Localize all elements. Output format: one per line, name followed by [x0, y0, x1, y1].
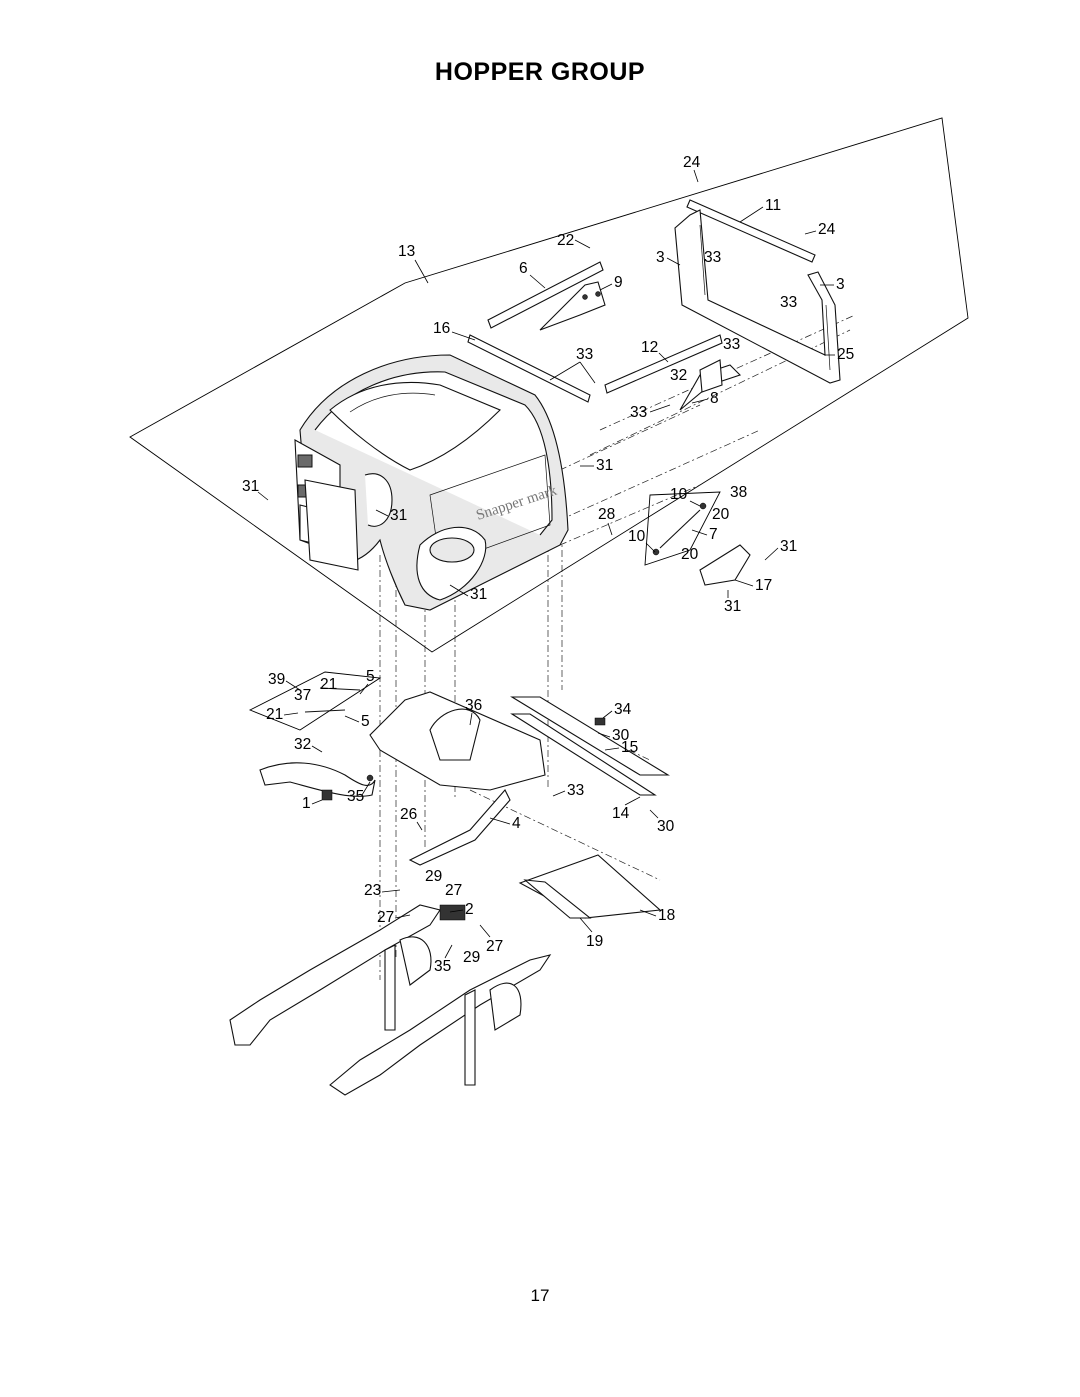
callout-5: 5	[361, 713, 370, 730]
callout-12: 12	[641, 339, 658, 356]
callout-33: 33	[630, 404, 647, 421]
callout-30: 30	[657, 818, 675, 835]
callout-33: 33	[704, 249, 721, 266]
callout-27: 27	[377, 909, 394, 926]
page-number: 17	[530, 1286, 550, 1305]
callout-10: 10	[670, 486, 688, 503]
callout-30: 30	[612, 727, 630, 744]
page-title: HOPPER GROUP	[434, 58, 646, 86]
callout-5: 5	[366, 668, 375, 685]
latch-kit	[248, 671, 382, 731]
callout-14: 14	[612, 805, 630, 822]
hopper-floor-pan	[259, 691, 546, 866]
callout-28: 28	[598, 506, 615, 523]
callout-21: 21	[266, 706, 283, 723]
callout-25: 25	[837, 346, 854, 363]
callout-33: 33	[567, 782, 584, 799]
rear-frame	[674, 199, 841, 384]
floor-mats	[518, 854, 662, 919]
callout-3: 3	[656, 249, 665, 266]
callout-4: 4	[512, 815, 521, 832]
callout-26: 26	[400, 806, 417, 823]
callout-31: 31	[470, 586, 487, 603]
callout-16: 16	[433, 320, 450, 337]
callout-31: 31	[242, 478, 259, 495]
callout-8: 8	[710, 390, 719, 407]
callout-32: 32	[294, 736, 311, 753]
callout-15: 15	[621, 739, 638, 756]
deflector-strips	[510, 696, 670, 796]
callout-24: 24	[683, 154, 701, 171]
callout-39: 39	[268, 671, 285, 688]
callout-38: 38	[730, 484, 747, 501]
hopper-top-brackets	[467, 261, 742, 411]
gas-spring-kit	[644, 491, 751, 586]
callout-29: 29	[425, 868, 442, 885]
callout-13: 13	[398, 243, 415, 260]
callout-37: 37	[294, 687, 311, 704]
callout-31: 31	[596, 457, 613, 474]
callout-31: 31	[724, 598, 741, 615]
callout-18: 18	[658, 907, 675, 924]
callout-6: 6	[519, 260, 528, 277]
callout-31: 31	[780, 538, 797, 555]
callout-10: 10	[628, 528, 646, 545]
callout-9: 9	[614, 274, 623, 291]
hopper-body: Snapper mark	[294, 354, 569, 611]
callout-35: 35	[347, 788, 364, 805]
callout-19: 19	[586, 933, 603, 950]
callout-36: 36	[465, 697, 482, 714]
callout-22: 22	[557, 232, 574, 249]
callout-34: 34	[614, 701, 632, 718]
part-callouts: 24 11 24 13 22 3 33 6 9 3 33 16 33 12 33…	[242, 154, 854, 975]
callout-20: 20	[681, 546, 699, 563]
callout-11: 11	[765, 197, 781, 214]
callout-3: 3	[836, 276, 845, 293]
callout-7: 7	[709, 526, 718, 543]
callout-33: 33	[723, 336, 740, 353]
callout-21: 21	[320, 676, 337, 693]
callout-33: 33	[576, 346, 593, 363]
callout-32: 32	[670, 367, 687, 384]
lift-frame	[229, 904, 552, 1096]
callout-27: 27	[486, 938, 503, 955]
callout-1: 1	[302, 795, 311, 812]
callout-23: 23	[364, 882, 381, 899]
callout-20: 20	[712, 506, 730, 523]
callout-29: 29	[463, 949, 480, 966]
callout-31: 31	[390, 507, 407, 524]
callout-24: 24	[818, 221, 836, 238]
assembly-plane-outline	[129, 117, 969, 653]
callout-17: 17	[755, 577, 772, 594]
callout-27: 27	[445, 882, 462, 899]
callout-2: 2	[465, 901, 474, 918]
callout-33: 33	[780, 294, 797, 311]
callout-35: 35	[434, 958, 451, 975]
